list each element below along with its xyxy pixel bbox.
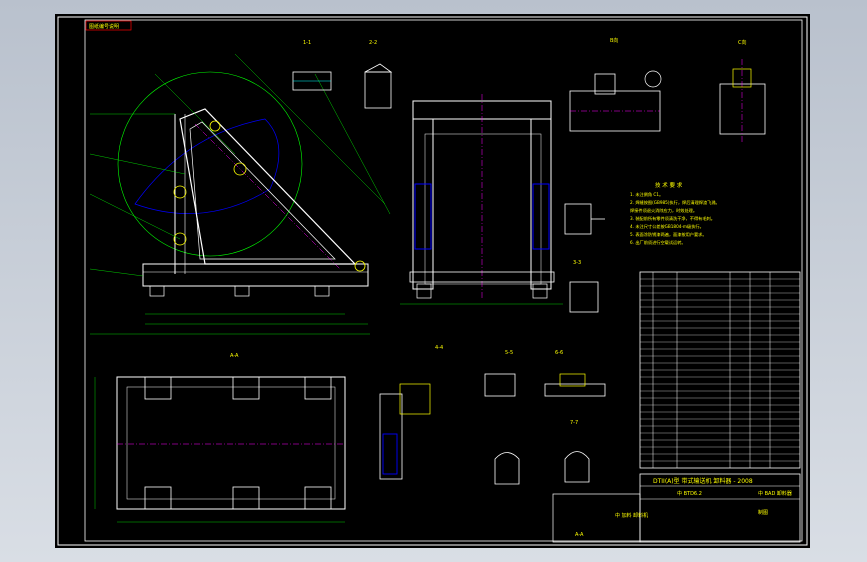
bom-rows	[640, 278, 800, 462]
detail-view-bottom-mid: 4-4 5-5 6-6 7-7	[379, 345, 606, 485]
title-mid: 中 BTD6.2	[677, 490, 702, 497]
outer-frame	[57, 16, 808, 546]
label-6-6: 6-6	[555, 350, 563, 356]
svg-text:焊接件须退火消除应力，时效处理。: 焊接件须退火消除应力，时效处理。	[630, 207, 697, 214]
front-frame-view	[400, 94, 563, 305]
detail-view-mid: 3-3	[564, 203, 605, 313]
main-view-bracket	[89, 53, 391, 335]
sheet-code: A-A	[575, 532, 584, 538]
drawing-canvas: 图纸编号说明	[57, 16, 808, 546]
tech-req-title: 技 术 要 求	[655, 181, 683, 189]
svg-text:3. 装配前所有零件须清洗干净，不得有毛刺。: 3. 装配前所有零件须清洗干净，不得有毛刺。	[630, 215, 715, 222]
detail-view-1: 1-1 2-2	[292, 40, 393, 109]
svg-text:2. 焊缝按图(GB985)执行，焊后清理焊渣飞溅。: 2. 焊缝按图(GB985)执行，焊后清理焊渣飞溅。	[630, 199, 720, 206]
corner-tag-box	[85, 20, 132, 31]
label-5-5: 5-5	[505, 350, 513, 356]
svg-text:1. 未注倒角 C1。: 1. 未注倒角 C1。	[630, 191, 663, 198]
corner-tag: 图纸编号说明	[89, 23, 119, 30]
detail-view-top-right: B向 C向	[569, 37, 766, 144]
label-1-1: 1-1	[303, 40, 311, 46]
svg-text:6. 出厂前须进行空载试运转。: 6. 出厂前须进行空载试运转。	[630, 239, 686, 246]
label-c: C向	[738, 39, 747, 46]
title-block: DTII(A)型 带式输送机 卸料器 - 2008 中 BTD6.2 中 BAD…	[552, 473, 801, 543]
title-left: 制图	[758, 509, 768, 516]
inner-frame	[84, 19, 803, 542]
svg-text:4. 未注尺寸公差按GB1804-m级执行。: 4. 未注尺寸公差按GB1804-m级执行。	[630, 223, 704, 230]
svg-text:5. 表面涂防锈漆两遍，面漆按用户要求。: 5. 表面涂防锈漆两遍，面漆按用户要求。	[630, 231, 707, 238]
label-2-2: 2-2	[369, 40, 377, 46]
title-sub: 中 加料 卸料机	[615, 512, 648, 519]
plan-view: A-A	[94, 353, 346, 523]
drawing-sheet[interactable]: 图纸编号说明	[55, 14, 810, 548]
bom-table	[639, 271, 801, 469]
technical-requirements: 技 术 要 求 1. 未注倒角 C1。 2. 焊缝按图(GB985)执行，焊后清…	[630, 181, 720, 246]
label-4-4: 4-4	[435, 345, 443, 351]
title-right: 中 BAD 卸料器	[758, 490, 792, 497]
label-7-7: 7-7	[570, 420, 578, 426]
label-b: B向	[610, 37, 618, 44]
label-3-3: 3-3	[573, 260, 581, 266]
title-band: DTII(A)型 带式输送机 卸料器 - 2008	[653, 477, 753, 485]
label-a-a: A-A	[230, 353, 239, 359]
